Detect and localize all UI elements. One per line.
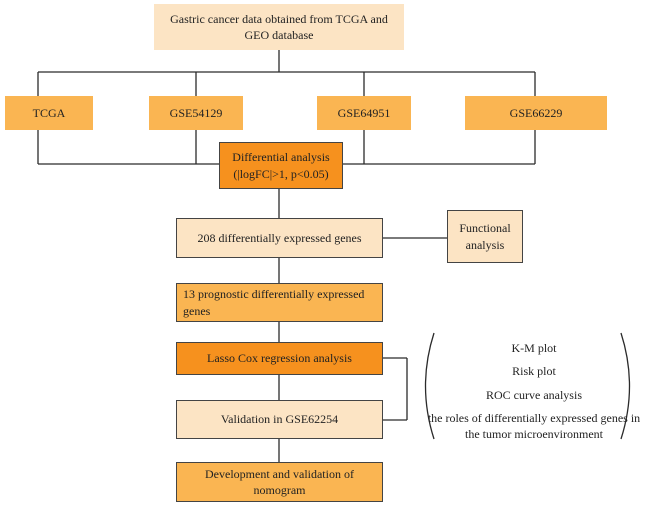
source-node: Gastric cancer data obtained from TCGA a… — [154, 4, 404, 50]
analysis-km-plot: K-M plot — [511, 341, 557, 355]
differential-analysis-node: Differential analysis (|logFC|>1, p<0.05… — [219, 142, 343, 189]
degs-node: 208 differentially expressed genes — [176, 218, 383, 258]
gse54129-label: GSE54129 — [169, 105, 223, 120]
functional-analysis-node: Functional analysis — [447, 210, 523, 263]
tcga-label: TCGA — [32, 105, 66, 120]
source-label: Gastric cancer data obtained from TCGA a… — [170, 11, 388, 42]
gse64951-node: GSE64951 — [317, 96, 411, 130]
prognostic-label: 13 prognostic differentially expressed g… — [183, 287, 365, 318]
lasso-node: Lasso Cox regression analysis — [176, 342, 383, 375]
right-bracket — [620, 332, 631, 440]
left-bracket — [424, 332, 435, 440]
lasso-label: Lasso Cox regression analysis — [207, 351, 352, 366]
validation-label: Validation in GSE62254 — [220, 412, 339, 427]
prognostic-genes-node: 13 prognostic differentially expressed g… — [176, 283, 383, 322]
nomogram-node: Development and validation of nomogram — [176, 462, 383, 502]
differential-criteria: (|logFC|>1, p<0.05) — [233, 166, 329, 181]
tcga-node: TCGA — [5, 96, 93, 130]
differential-title: Differential analysis — [232, 150, 330, 165]
analysis-roc-curve: ROC curve analysis — [486, 388, 582, 402]
gse66229-label: GSE66229 — [509, 105, 563, 120]
analysis-tumor-microenvironment: the roles of differentially expressed ge… — [427, 411, 641, 442]
gse64951-label: GSE64951 — [337, 105, 391, 120]
gse66229-node: GSE66229 — [465, 96, 607, 130]
analysis-risk-plot: Risk plot — [512, 364, 556, 378]
degs-label: 208 differentially expressed genes — [197, 230, 362, 245]
nomogram-label: Development and validation of nomogram — [205, 466, 354, 497]
functional-line1: Functional — [459, 221, 511, 236]
gse54129-node: GSE54129 — [149, 96, 243, 130]
functional-line2: analysis — [465, 237, 505, 252]
validation-node: Validation in GSE62254 — [176, 400, 383, 439]
